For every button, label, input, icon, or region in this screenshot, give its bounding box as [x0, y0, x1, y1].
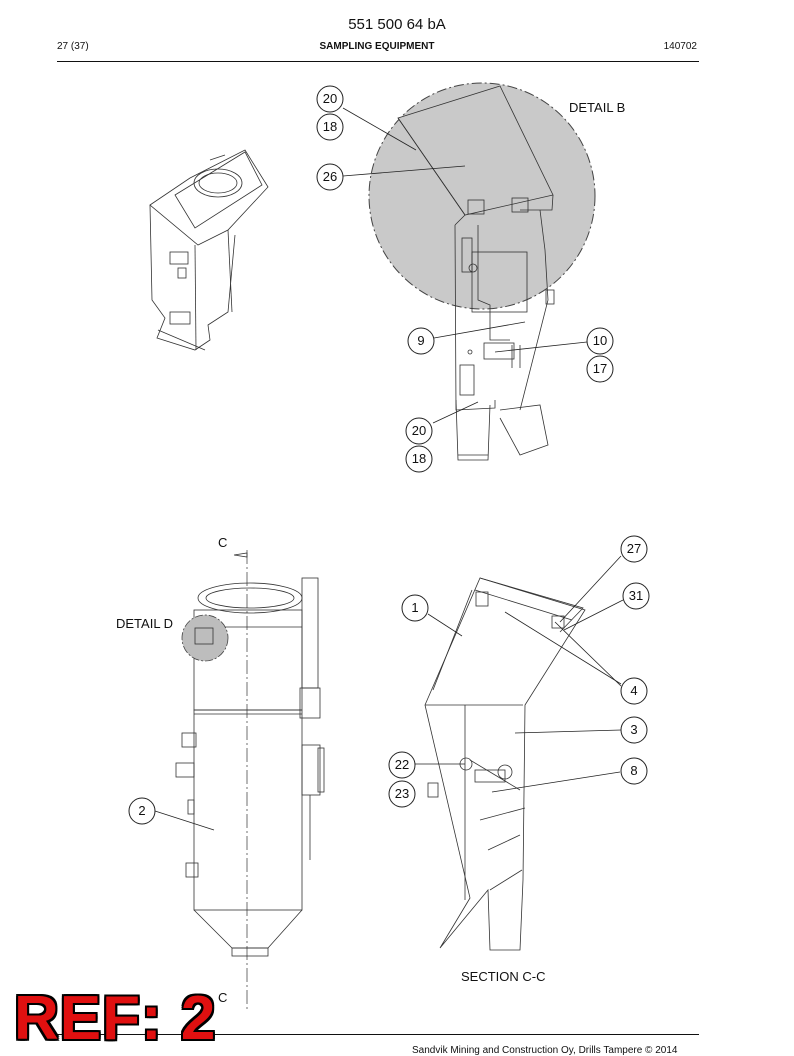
- section-cc-view: [424, 577, 586, 951]
- callout-18: 18: [322, 119, 338, 134]
- page-title: SAMPLING EQUIPMENT: [319, 41, 435, 52]
- ref-overlay: REF: 2: [14, 984, 217, 1053]
- callout-8: 8: [630, 763, 638, 778]
- callout-3: 3: [630, 722, 638, 737]
- callout-4: 4: [630, 683, 638, 698]
- detail-b-label: DETAIL B: [569, 100, 626, 115]
- callout-27: 27: [626, 541, 642, 556]
- callout-circles: [128, 85, 650, 825]
- callout-31: 31: [628, 588, 644, 603]
- page-header: 27 (37) SAMPLING EQUIPMENT 140702: [57, 41, 697, 55]
- section-mark-top: C: [218, 535, 228, 550]
- footer-rule: [57, 1034, 699, 1035]
- header-rule: [57, 61, 699, 62]
- footer-copyright: Sandvik Mining and Construction Oy, Dril…: [412, 1045, 678, 1056]
- callout-17: 17: [592, 361, 608, 376]
- callout-20-lower: 20: [411, 423, 427, 438]
- leader-lines: [154, 107, 624, 831]
- page-number: 27 (37): [57, 41, 89, 52]
- callout-9: 9: [417, 333, 425, 348]
- document-number: 551 500 64 bA: [348, 16, 446, 33]
- section-cc-label: SECTION C-C: [461, 969, 546, 984]
- isometric-view: [149, 149, 269, 351]
- callout-1: 1: [411, 600, 419, 615]
- section-mark-bottom: C: [218, 990, 228, 1005]
- callout-18-lower: 18: [411, 451, 427, 466]
- callout-23: 23: [394, 786, 410, 801]
- callout-22: 22: [394, 757, 410, 772]
- callout-2: 2: [138, 803, 146, 818]
- callout-20: 20: [322, 91, 338, 106]
- detail-d-label: DETAIL D: [116, 616, 174, 631]
- callout-26: 26: [322, 169, 338, 184]
- detail-b-view: [368, 82, 596, 461]
- callout-10: 10: [592, 333, 608, 348]
- front-elevation: [175, 550, 325, 1010]
- date-code: 140702: [663, 41, 697, 52]
